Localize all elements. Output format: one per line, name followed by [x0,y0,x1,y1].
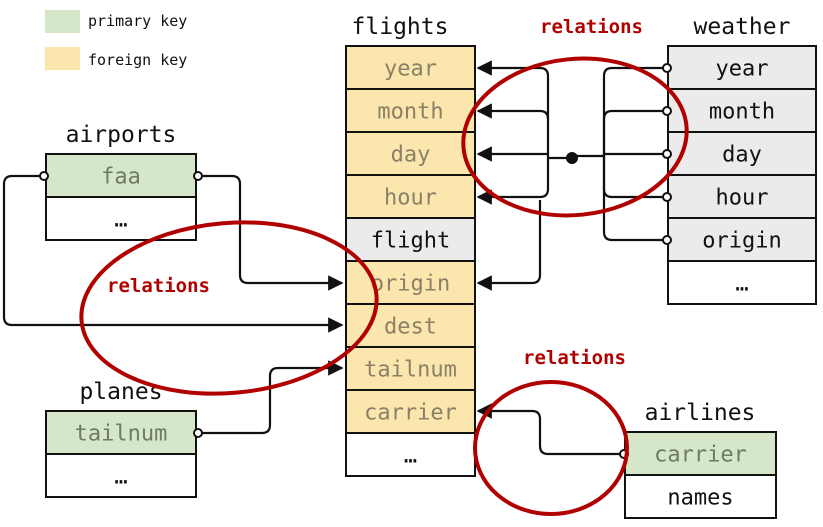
relations-label-weather: relations [540,16,643,38]
weather-hour-end-icon [662,192,672,202]
legend-foreign-key-label: foreign key [88,51,187,69]
flights-year-label: year [384,57,437,82]
flights-day-label: day [391,143,431,168]
weather-day-label: day [722,143,762,168]
flights-hour-cell [345,174,476,219]
to-flights-hour-arrow [476,158,550,205]
flights-table: year month day hour flight origin dest tailnum c… [345,45,476,477]
weather-origin-label: origin [702,229,781,254]
to-flights-month-arrow [476,103,550,120]
planes-tailnum-label: tailnum [75,422,168,447]
flights-carrier-cell [345,389,476,434]
legend: primary key foreign key [45,10,187,70]
legend-foreign-key-swatch [45,47,80,70]
connectors [2,60,672,459]
weather-month-cell [667,88,817,133]
airports-faa-to-dest-connector [2,174,344,333]
legend-primary-key-swatch [45,10,80,33]
weather-more-label: … [735,272,748,297]
flights-more-label: … [404,444,417,469]
flights-year-cell [345,45,476,90]
flights-tailnum-label: tailnum [364,358,457,383]
flights-origin-label: origin [371,272,450,297]
weather-day-end-icon [662,149,672,159]
weather-year-label: year [716,57,769,82]
airlines-names-label: names [667,486,733,511]
relations-label-airlines: relations [523,347,626,369]
relations-oval-airports [79,220,379,396]
airlines-title: airlines [645,400,756,426]
airports-table: faa … [45,153,197,241]
airports-more-label: … [114,208,127,233]
flights-flight-label: flight [371,229,450,254]
airlines-names-cell [624,474,777,519]
weather-month-connector [602,109,663,156]
weather-origin-end-icon [662,235,672,245]
airports-faa-to-origin-connector [201,174,344,291]
flights-dest-label: dest [384,315,437,340]
to-flights-origin-weather-arrow [476,200,542,291]
airports-faa-label: faa [101,165,141,190]
weather-hour-cell [667,174,817,219]
airports-title: airports [66,122,177,148]
legend-primary-key-label: primary key [88,12,187,30]
relations-oval-weather [461,56,689,218]
airports-faa-left-end-icon [39,171,49,181]
relations-label-airports: relations [107,275,210,297]
flights-month-label: month [377,100,443,125]
flights-tailnum-cell [345,346,476,391]
planes-more-cell [45,453,197,498]
airlines-carrier-label: carrier [654,443,747,468]
weather-year-connector [572,66,663,158]
to-flights-year-arrow [476,60,572,160]
weather-more-cell [667,260,817,305]
weather-month-end-icon [662,106,672,116]
airlines-table: carrier names [624,431,777,519]
planes-tailnum-connector [201,360,344,435]
airlines-carrier-connector [476,403,621,456]
weather-origin-connector [602,156,663,242]
weather-hour-connector [602,156,663,199]
weather-table: year month day hour origin … [667,45,817,305]
flights-hour-label: hour [384,186,437,211]
weather-day-cell [667,131,817,176]
planes-more-label: … [114,465,127,490]
flights-title: flights [352,14,449,40]
relation-highlights: relations relations relations [79,16,689,516]
tables-layer: year month day hour flight origin dest tailnum c… [45,45,817,519]
weather-hour-label: hour [716,186,769,211]
airports-faa-right-end-icon [193,171,203,181]
planes-table: tailnum … [45,410,197,498]
weather-year-end-icon [662,63,672,73]
weather-month-label: month [709,100,775,125]
relations-oval-airlines [473,380,629,516]
flights-carrier-label: carrier [364,401,457,426]
planes-tailnum-end-icon [193,428,203,438]
weather-title: weather [694,14,791,40]
